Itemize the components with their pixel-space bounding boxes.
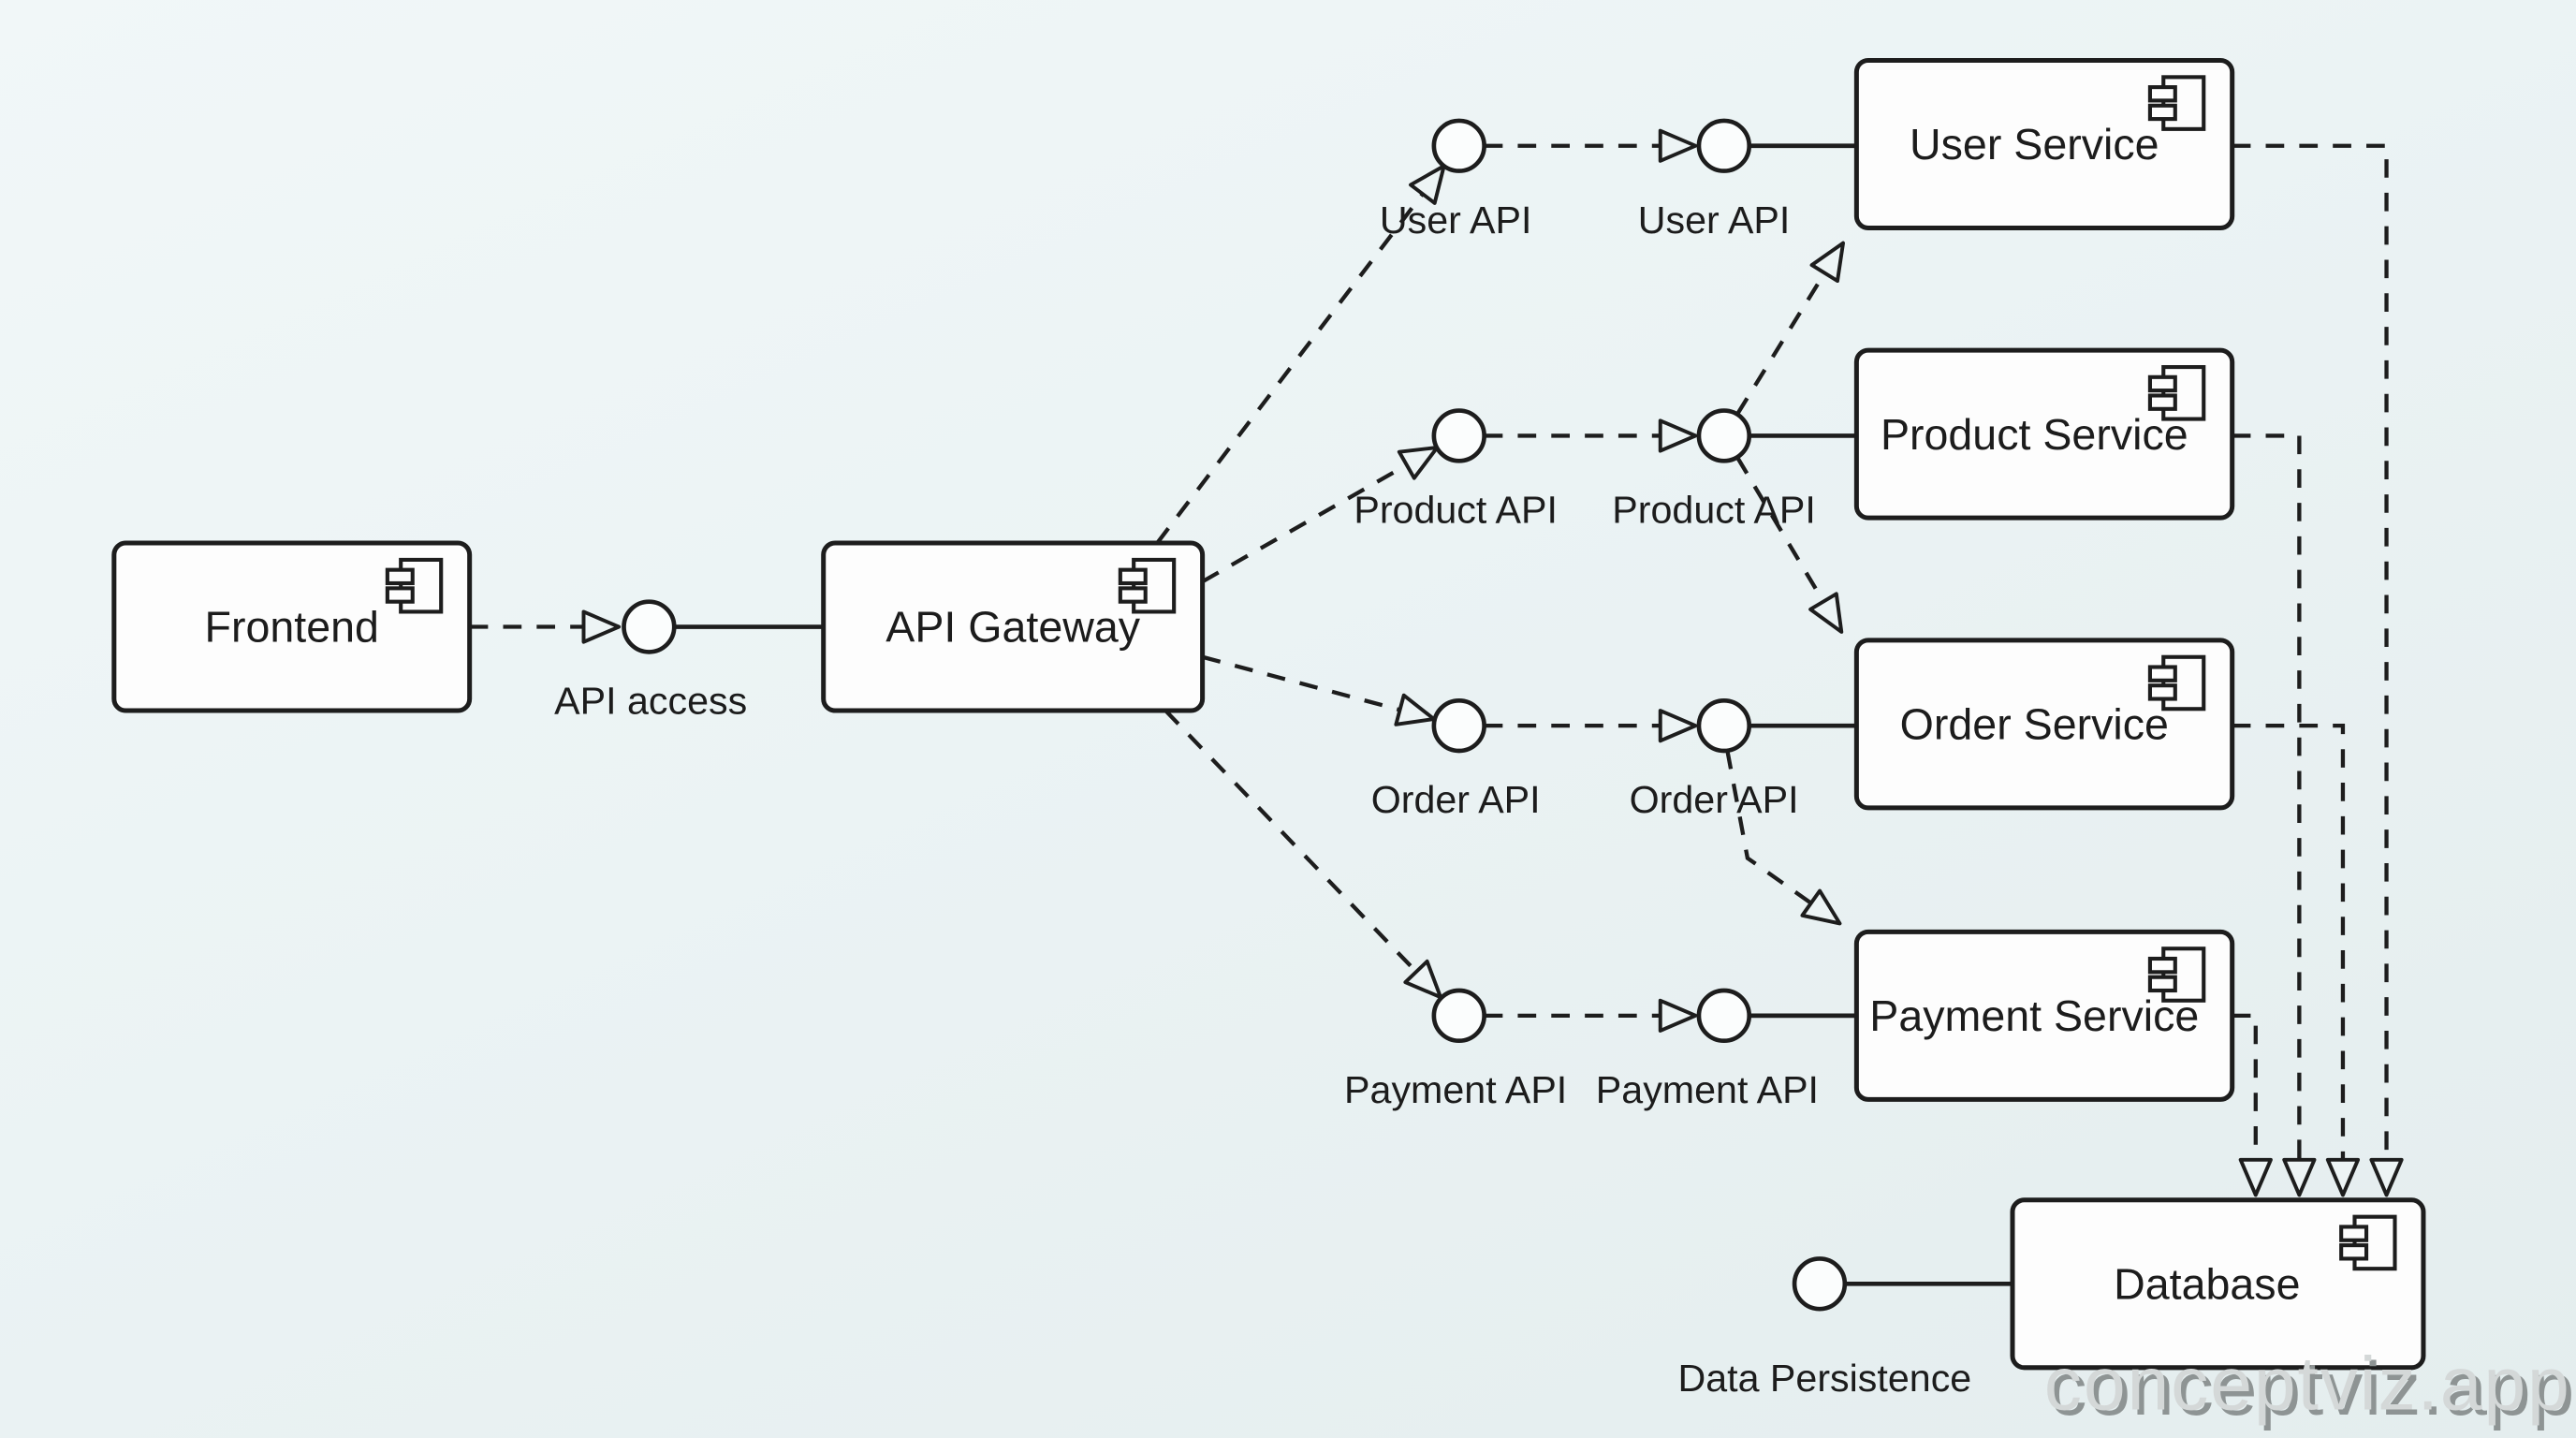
user-api-provided-label: User API (1638, 198, 1791, 242)
frontend-title: Frontend (205, 603, 379, 652)
user-api-provided-ball-icon (1696, 118, 1752, 173)
component-icon (385, 557, 444, 614)
product-api-required-ball-icon (1431, 408, 1486, 463)
connectors-dashed (469, 128, 2404, 1197)
user-api-required-ball-icon (1431, 118, 1486, 173)
user-service-title: User Service (1910, 120, 2159, 169)
component-icon (2147, 75, 2206, 131)
order-service-box (1853, 638, 2235, 811)
api-gateway-title: API Gateway (886, 603, 1140, 652)
dependency-payment-service-to-database (2232, 1013, 2273, 1197)
dependency-product-service-to-database (2232, 433, 2317, 1197)
component-icon (2147, 946, 2206, 1003)
payment-api-required-label: Payment API (1344, 1068, 1567, 1111)
user-service-box (1853, 57, 2235, 230)
dependency-product-api-to-order-service (1735, 456, 1844, 634)
dependency-order-service-to-database (2232, 724, 2361, 1197)
interface-labels: API access User API User API Product API… (554, 198, 1971, 1400)
payment-api-required-ball-icon (1431, 988, 1486, 1044)
dependency-user-service-to-database (2232, 143, 2404, 1197)
product-service-box (1853, 347, 2235, 521)
component-icon (2339, 1214, 2397, 1271)
component-api-gateway: API Gateway (821, 540, 1206, 713)
dependency-gateway-to-payment-api (1164, 709, 1443, 1000)
watermark: conceptviz.app conceptviz.app (2044, 1343, 2576, 1431)
api-access-label: API access (554, 680, 747, 723)
order-api-provided-label: Order API (1630, 778, 1799, 821)
product-api-required-label: Product API (1354, 489, 1558, 532)
payment-service-box (1853, 929, 2235, 1102)
watermark-shadow-text: conceptviz.app (2049, 1347, 2576, 1431)
database-box (2010, 1197, 2426, 1371)
watermark-text: conceptviz.app (2044, 1343, 2571, 1427)
interface-balls (622, 118, 1848, 1312)
payment-api-provided-label: Payment API (1596, 1068, 1819, 1111)
order-service-title: Order Service (1900, 699, 2169, 748)
frontend-box (111, 540, 473, 713)
component-icon (1118, 557, 1177, 614)
component-database: Database (2010, 1197, 2426, 1371)
order-api-required-ball-icon (1431, 697, 1486, 754)
payment-api-provided-ball-icon (1696, 988, 1752, 1044)
component-frontend: Frontend (111, 540, 473, 713)
product-api-provided-label: Product API (1612, 489, 1816, 532)
component-user-service: User Service (1853, 57, 2235, 230)
dependency-order-api-to-payment-service (1725, 750, 1842, 926)
dependency-product-api-to-user-service (1735, 241, 1846, 416)
component-product-service: Product Service (1853, 347, 2235, 521)
component-payment-service: Payment Service (1853, 929, 2235, 1102)
user-api-required-label: User API (1380, 198, 1532, 242)
data-persistence-label: Data Persistence (1677, 1357, 1971, 1400)
dependency-gateway-to-user-api (1155, 164, 1446, 545)
payment-service-title: Payment Service (1869, 991, 2199, 1040)
order-api-required-label: Order API (1371, 778, 1541, 821)
database-title: Database (2114, 1259, 2300, 1308)
component-order-service: Order Service (1853, 638, 2235, 811)
product-service-title: Product Service (1881, 410, 2188, 459)
api-access-ball-icon (622, 599, 677, 654)
product-api-provided-ball-icon (1696, 408, 1752, 463)
order-api-provided-ball-icon (1696, 697, 1752, 754)
component-icon (2147, 364, 2206, 421)
component-icon (2147, 654, 2206, 712)
connectors-solid (674, 143, 2012, 1286)
data-persistence-ball-icon (1792, 1256, 1848, 1312)
dependency-gateway-to-product-api (1201, 446, 1440, 584)
dependency-gateway-to-order-api (1202, 654, 1436, 726)
api-gateway-box (821, 540, 1206, 713)
